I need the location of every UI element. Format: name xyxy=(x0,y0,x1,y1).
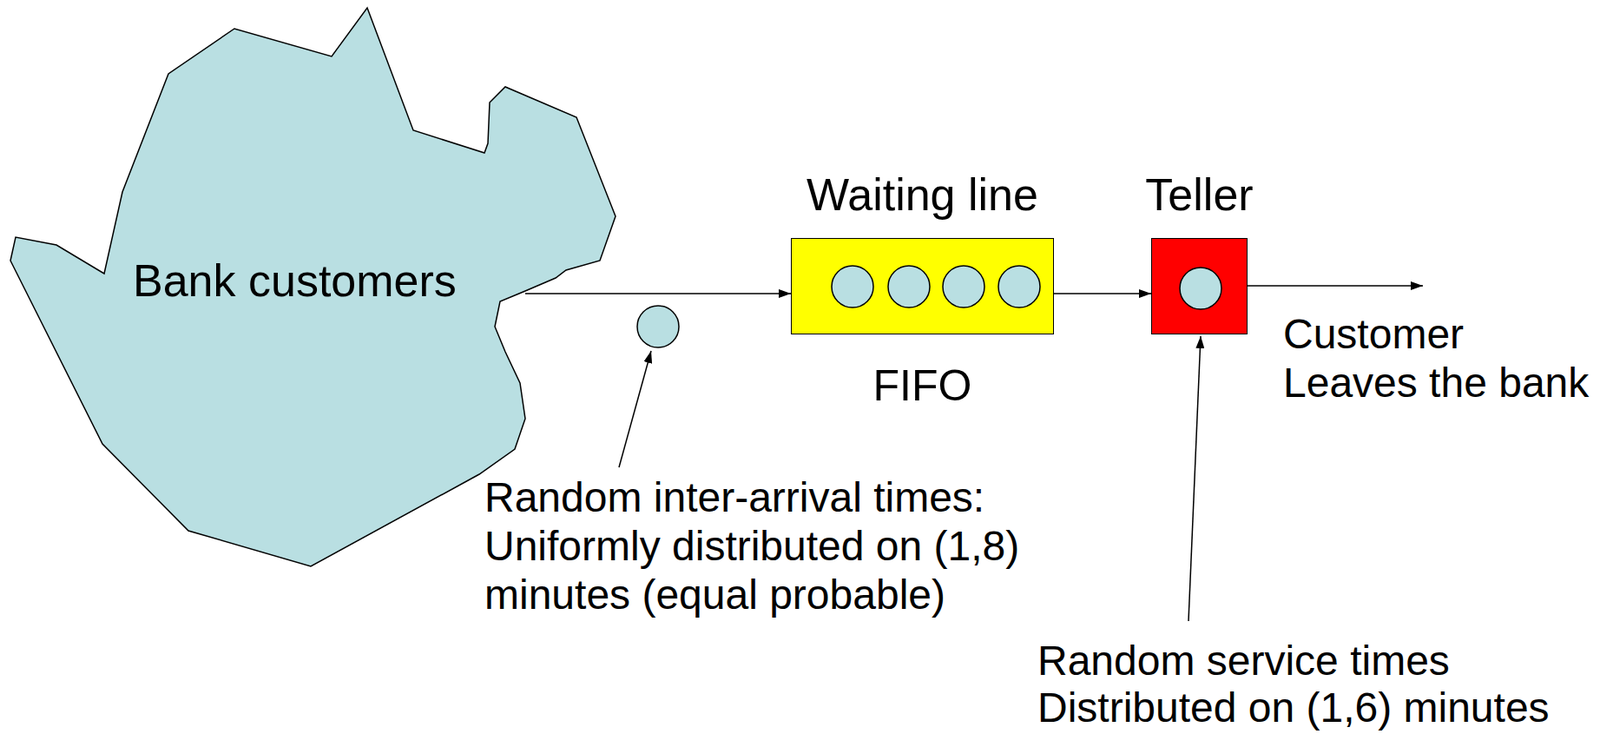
queue-box: Waiting lineFIFO xyxy=(790,237,1054,335)
customer-circle xyxy=(1179,267,1222,310)
flow-arrow xyxy=(1053,292,1152,295)
customer-circle xyxy=(942,265,985,308)
customer-circle xyxy=(888,265,930,308)
leader-line xyxy=(618,350,652,468)
annotation-text: Random service times xyxy=(1037,636,1450,685)
customer-circle xyxy=(831,265,874,308)
flow-arrow xyxy=(525,292,791,295)
queue-heading: Waiting line xyxy=(806,168,1039,221)
server-heading: Teller xyxy=(1145,168,1253,221)
annotation-text: Distributed on (1,6) minutes xyxy=(1037,683,1550,732)
annotation-text: Uniformly distributed on (1,8) xyxy=(484,521,1020,571)
population-label: Bank customers xyxy=(132,254,457,307)
leader-line xyxy=(1188,335,1201,621)
exit-text: Customer xyxy=(1283,309,1464,359)
queue-discipline: FIFO xyxy=(873,359,973,412)
exit-arrow xyxy=(1247,284,1423,287)
annotation-text: minutes (equal probable) xyxy=(484,570,946,619)
customer-dots xyxy=(1152,238,1247,334)
customer-dots xyxy=(791,238,1054,334)
server-box: Teller xyxy=(1151,237,1248,335)
annotation-text: Random inter-arrival times: xyxy=(484,473,985,522)
customer-circle xyxy=(637,305,679,348)
customer-circle xyxy=(998,265,1041,308)
exit-text: Leaves the bank xyxy=(1283,358,1589,408)
